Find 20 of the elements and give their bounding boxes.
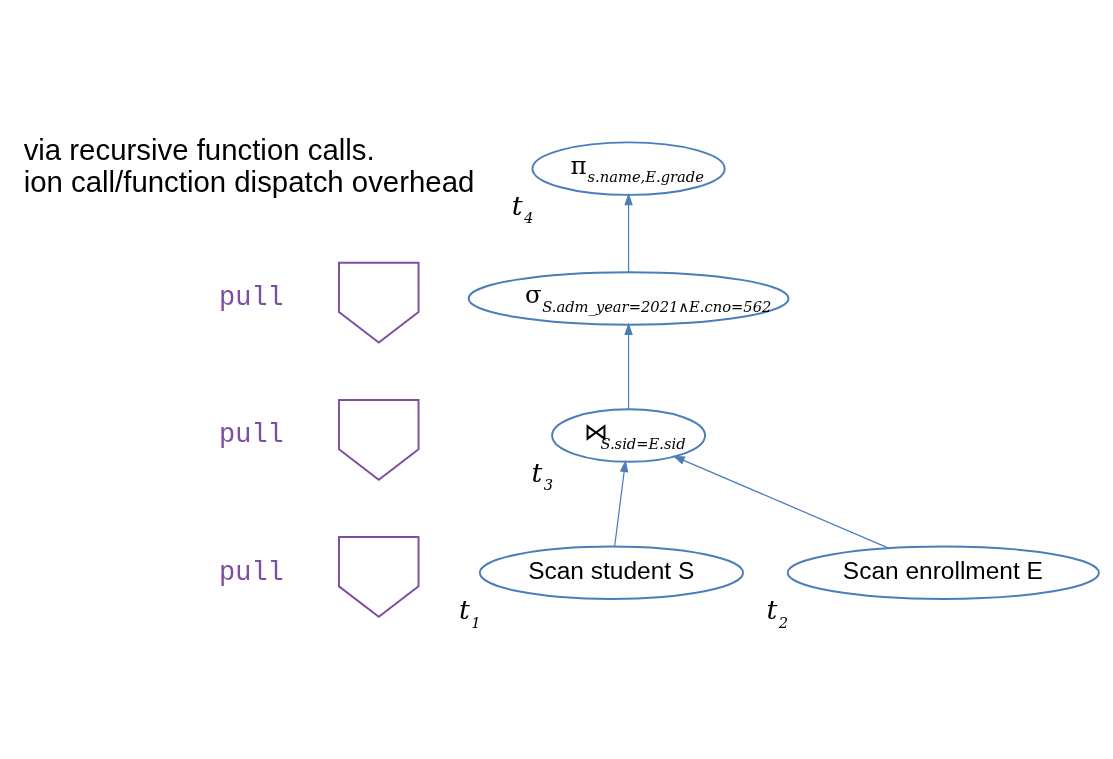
arrow [624, 192, 633, 273]
label: pull [219, 282, 284, 313]
node-label: t$_{3}$ [531, 456, 554, 493]
node-ellipse: π$_{s.name,E.grade}$ [531, 140, 726, 196]
arrow [614, 459, 629, 547]
node-arrow [338, 535, 420, 618]
node-label: t$_{1}$ [459, 593, 481, 631]
node-ellipse: σ$_{S.adm_year=2021∧E.cno=562}$ [467, 270, 790, 326]
arrow [624, 322, 633, 410]
label: pull [219, 419, 284, 450]
label: ion call/function dispatch overhead [23, 164, 475, 198]
node-ellipse: Scan enrollment E [786, 545, 1100, 600]
node-arrow [338, 261, 420, 344]
node-label: t$_{2}$ [766, 593, 789, 631]
arrow [672, 455, 890, 549]
label: via recursive function calls. [23, 132, 375, 166]
node-ellipse: Scan student S [478, 545, 744, 600]
node-arrow [338, 398, 420, 481]
label: pull [219, 557, 284, 588]
node-label: t$_{4}$ [511, 189, 534, 226]
